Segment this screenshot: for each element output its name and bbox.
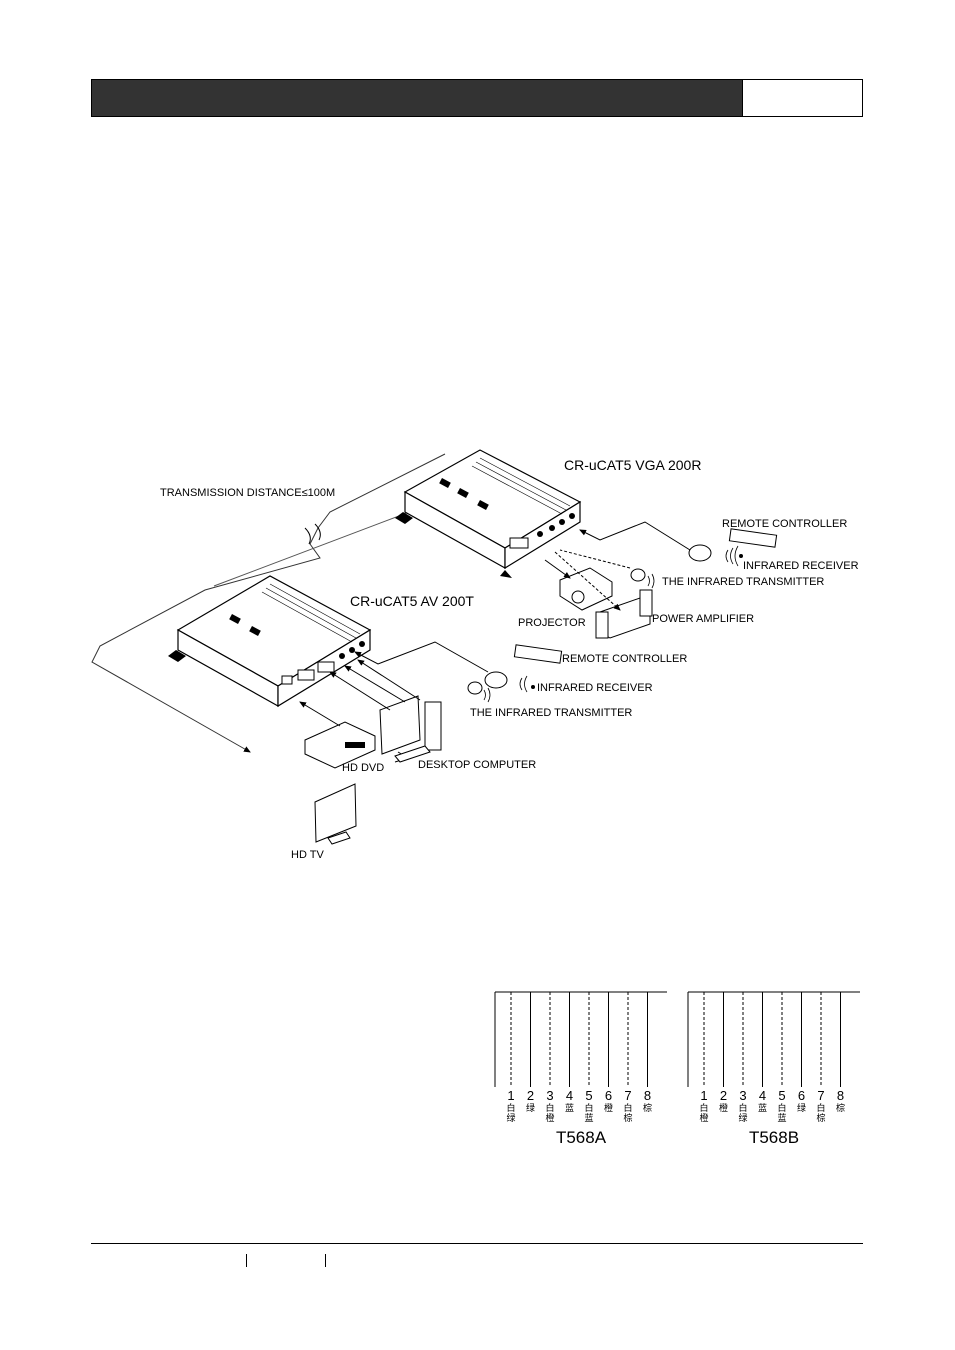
pin-color: 白 [738, 1102, 747, 1113]
pin-color: 橙 [545, 1112, 554, 1123]
pin-color: 橙 [719, 1102, 728, 1113]
pin-number: 1 [507, 1088, 514, 1103]
pin-number: 7 [817, 1088, 824, 1103]
remote-controller-bottom-label: REMOTE CONTROLLER [562, 653, 687, 665]
pin-number: 6 [605, 1088, 612, 1103]
projector-label: PROJECTOR [518, 617, 586, 629]
keyboard-icon [394, 745, 431, 763]
hd-dvd-label: HD DVD [342, 762, 384, 774]
desktop-computer-tower-icon [424, 701, 442, 751]
standard-label: T568B [749, 1128, 799, 1147]
receiver-title: CR-uCAT5 VGA 200R [564, 457, 701, 473]
pin-color: 白 [816, 1102, 825, 1113]
pin-color: 棕 [623, 1112, 632, 1123]
pin-number: 3 [739, 1088, 746, 1103]
infrared-transmitter-top-icon [630, 568, 646, 582]
pin-color: 橙 [699, 1112, 708, 1123]
pin-color: 白 [699, 1102, 708, 1113]
header-bar [91, 79, 743, 117]
pin-number: 2 [720, 1088, 727, 1103]
footer-divider [246, 1254, 247, 1267]
pin-color: 白 [623, 1102, 632, 1113]
power-amplifier-label: POWER AMPLIFIER [652, 613, 754, 625]
pin-number: 2 [527, 1088, 534, 1103]
pin-color: 白 [506, 1102, 515, 1113]
cat5-cable-long [91, 453, 446, 753]
infrared-receiver-top-label: INFRARED RECEIVER [743, 560, 859, 572]
remote-controller-top-icon [728, 528, 778, 548]
pin-color: 棕 [816, 1112, 825, 1123]
standard-label: T568A [556, 1128, 607, 1147]
projector-icon [559, 567, 613, 611]
transmitter-unit [168, 575, 372, 708]
pin-number: 1 [700, 1088, 707, 1103]
pin-color: 白 [584, 1102, 593, 1113]
hd-tv-icon [314, 783, 357, 843]
receiver-unit [395, 449, 582, 578]
infrared-receiver-bottom-icon [484, 671, 508, 689]
pin-color: 白 [777, 1102, 786, 1113]
pin-number: 4 [759, 1088, 766, 1103]
hd-dvd-icon [304, 721, 376, 769]
transmitter-title: CR-uCAT5 AV 200T [350, 593, 474, 609]
connection-diagram: CR-uCAT5 VGA 200R CR-uCAT5 AV 200T TRANS… [91, 449, 859, 861]
infrared-receiver-top-icon [688, 544, 712, 562]
footer-line [91, 1243, 863, 1244]
pin-color: 蓝 [584, 1112, 593, 1123]
pin-color: 绿 [526, 1102, 535, 1113]
pin-number: 3 [546, 1088, 553, 1103]
hd-tv-label: HD TV [291, 849, 324, 861]
remote-controller-top-label: REMOTE CONTROLLER [722, 518, 847, 530]
pin-number: 8 [644, 1088, 651, 1103]
infrared-transmitter-bottom-label: THE INFRARED TRANSMITTER [470, 707, 632, 719]
pin-color: 棕 [643, 1102, 652, 1113]
pin-color: 绿 [738, 1112, 747, 1123]
footer-divider [325, 1254, 326, 1267]
pin-color: 白 [545, 1102, 554, 1113]
pin-number: 7 [624, 1088, 631, 1103]
cable-break-mark [304, 523, 321, 545]
pin-color: 蓝 [758, 1102, 767, 1113]
remote-controller-bottom-icon [513, 644, 563, 664]
infrared-transmitter-top-label: THE INFRARED TRANSMITTER [662, 576, 824, 588]
pin-number: 5 [585, 1088, 592, 1103]
pin-number: 8 [837, 1088, 844, 1103]
pin-color: 蓝 [777, 1112, 786, 1123]
infrared-receiver-bottom-label: INFRARED RECEIVER [537, 682, 653, 694]
pin-color: 棕 [836, 1102, 845, 1113]
transmission-distance-label: TRANSMISSION DISTANCE≤100M [160, 487, 335, 499]
pin-number: 4 [566, 1088, 573, 1103]
pin-color: 绿 [797, 1102, 806, 1113]
pin-color: 蓝 [565, 1102, 574, 1113]
pin-color: 橙 [604, 1102, 613, 1113]
header-page-box [742, 79, 863, 117]
desktop-computer-label: DESKTOP COMPUTER [418, 759, 536, 771]
pin-number: 6 [798, 1088, 805, 1103]
desktop-computer-monitor-icon [379, 695, 421, 755]
pin-color: 绿 [506, 1112, 515, 1123]
pin-number: 5 [778, 1088, 785, 1103]
infrared-transmitter-bottom-icon [467, 681, 483, 695]
